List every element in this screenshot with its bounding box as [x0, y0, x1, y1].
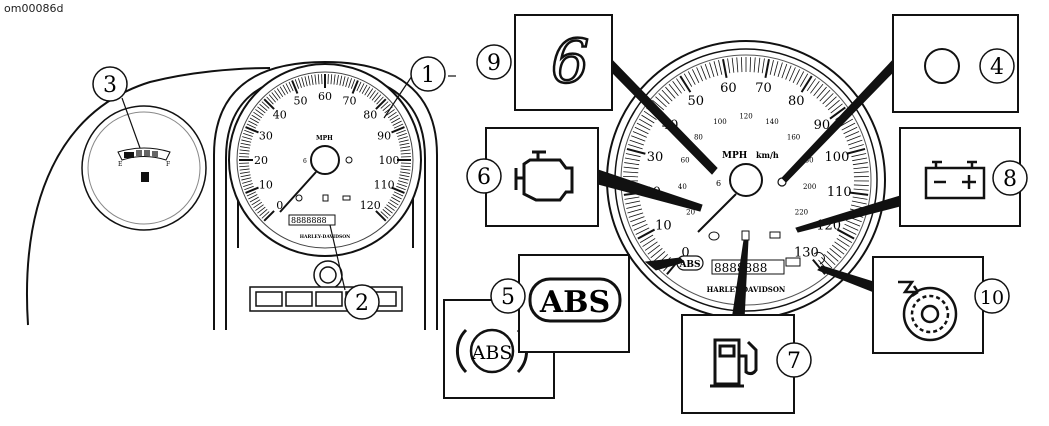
large-mph-label: 30 — [647, 150, 664, 165]
large-kmh-label: 140 — [765, 118, 778, 126]
small-cruise-indicator — [346, 157, 352, 163]
fuel-pump-icon — [141, 172, 149, 182]
fuel-gauge: E F — [82, 106, 206, 230]
fuel-empty-label: E — [118, 161, 122, 168]
gear-indicator-box: 6 — [515, 15, 612, 110]
small-mph-label: 60 — [318, 90, 332, 103]
small-mph-label: 40 — [273, 109, 287, 122]
small-mph-label: 10 — [259, 178, 273, 191]
small-brand: HARLEY-DAVIDSON — [300, 234, 351, 240]
callout-number: 9 — [487, 51, 501, 76]
large-kmh-label: 200 — [803, 183, 816, 191]
fuel-full-label: F — [166, 161, 170, 168]
small-mph-label: 80 — [363, 109, 377, 122]
callout-number: 3 — [103, 73, 117, 98]
abs-ring-label: ABS — [471, 342, 513, 364]
large-kmh-label: 40 — [678, 183, 687, 191]
callout-number: 5 — [501, 285, 515, 310]
traction-box — [873, 257, 983, 353]
abs-badge-label: ABS — [539, 285, 610, 320]
small-gear-digit: 6 — [303, 158, 307, 165]
small-mph-label: 110 — [374, 178, 395, 191]
large-mph-label: 100 — [825, 150, 850, 165]
large-mph-tick — [750, 57, 751, 72]
small-mph-label: 20 — [254, 154, 268, 167]
small-mph-label: 100 — [379, 154, 400, 167]
small-mph-label: 120 — [360, 199, 381, 212]
small-mph-label: 70 — [342, 95, 356, 108]
small-mph-label: 90 — [377, 129, 391, 142]
small-mph-label: 30 — [259, 129, 273, 142]
callout-number: 4 — [990, 55, 1004, 80]
large-kmh-label: 220 — [795, 209, 808, 217]
large-kmh-label: 100 — [713, 118, 726, 126]
large-mph-label: 70 — [755, 81, 772, 96]
small-unit-mph: MPH — [316, 135, 333, 142]
large-mph-label: 60 — [720, 81, 737, 96]
large-unit-kmh: km/h — [756, 150, 779, 160]
gear-digit-icon: 6 — [551, 27, 589, 97]
callout-number: 7 — [787, 349, 801, 374]
large-kmh-label: 80 — [694, 134, 703, 142]
figure-code: om00086d — [4, 2, 63, 15]
large-mph-label: 110 — [827, 185, 852, 200]
abs-text-box: ABS — [519, 255, 629, 352]
small-odometer-value: 8888888 — [291, 216, 327, 225]
large-brand: HARLEY-DAVIDSON — [707, 285, 786, 294]
callout-number: 10 — [980, 287, 1004, 309]
callout-number: 8 — [1003, 167, 1017, 192]
large-unit-mph: MPH — [722, 151, 748, 161]
callout-number: 1 — [421, 63, 435, 88]
small-mph-label: 50 — [294, 95, 308, 108]
large-mph-label: 80 — [788, 94, 805, 109]
large-mph-label: 10 — [655, 218, 672, 233]
large-kmh-label: 60 — [681, 157, 690, 165]
large-kmh-label: 120 — [739, 113, 752, 121]
large-mph-label: 50 — [687, 94, 704, 109]
large-mph-tick — [741, 57, 742, 72]
large-gear-digit: 6 — [716, 179, 721, 188]
callout-number: 6 — [477, 165, 491, 190]
large-kmh-label: 160 — [787, 134, 800, 142]
check-engine-box — [486, 128, 598, 226]
callout-number: 2 — [355, 291, 369, 316]
circle-indicator-icon — [925, 49, 959, 83]
